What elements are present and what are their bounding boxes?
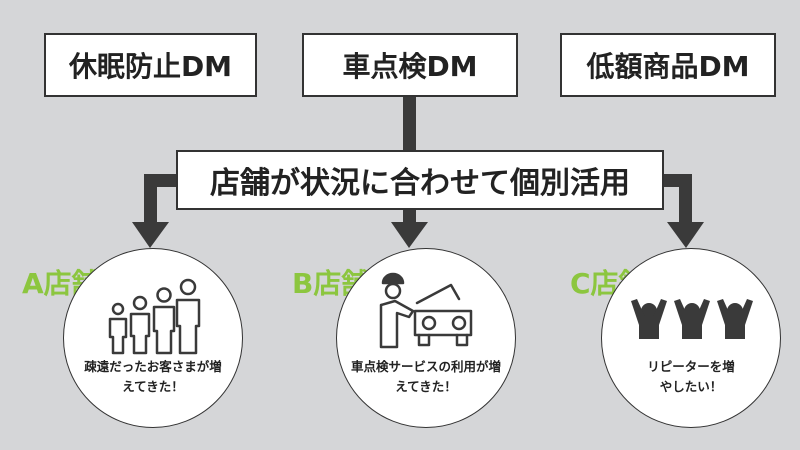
store-b-message: 車点検サービスの利用が増えてきた！ <box>351 359 502 394</box>
store-a-circle: 疎遠だったお客さまが増えてきた！ <box>63 248 243 428</box>
store-b-circle: 車点検サービスの利用が増えてきた！ <box>336 248 516 428</box>
dm-box-car-inspection: 車点検DM <box>302 33 518 97</box>
family-group-icon <box>108 278 201 355</box>
store-c-message: リピーターを増やしたい！ <box>647 359 735 394</box>
dm-box-dormancy: 休眠防止DM <box>44 33 257 97</box>
dm-box-low-price: 低額商品DM <box>560 33 776 97</box>
store-c-circle: リピーターを増やしたい！ <box>601 248 781 428</box>
mechanic-car-icon <box>379 272 473 349</box>
cheering-people-icon <box>631 299 753 339</box>
store-a-message: 疎遠だったお客さまが増えてきた！ <box>84 359 222 394</box>
center-label-box: 店舗が状況に合わせて個別活用 <box>176 150 664 210</box>
